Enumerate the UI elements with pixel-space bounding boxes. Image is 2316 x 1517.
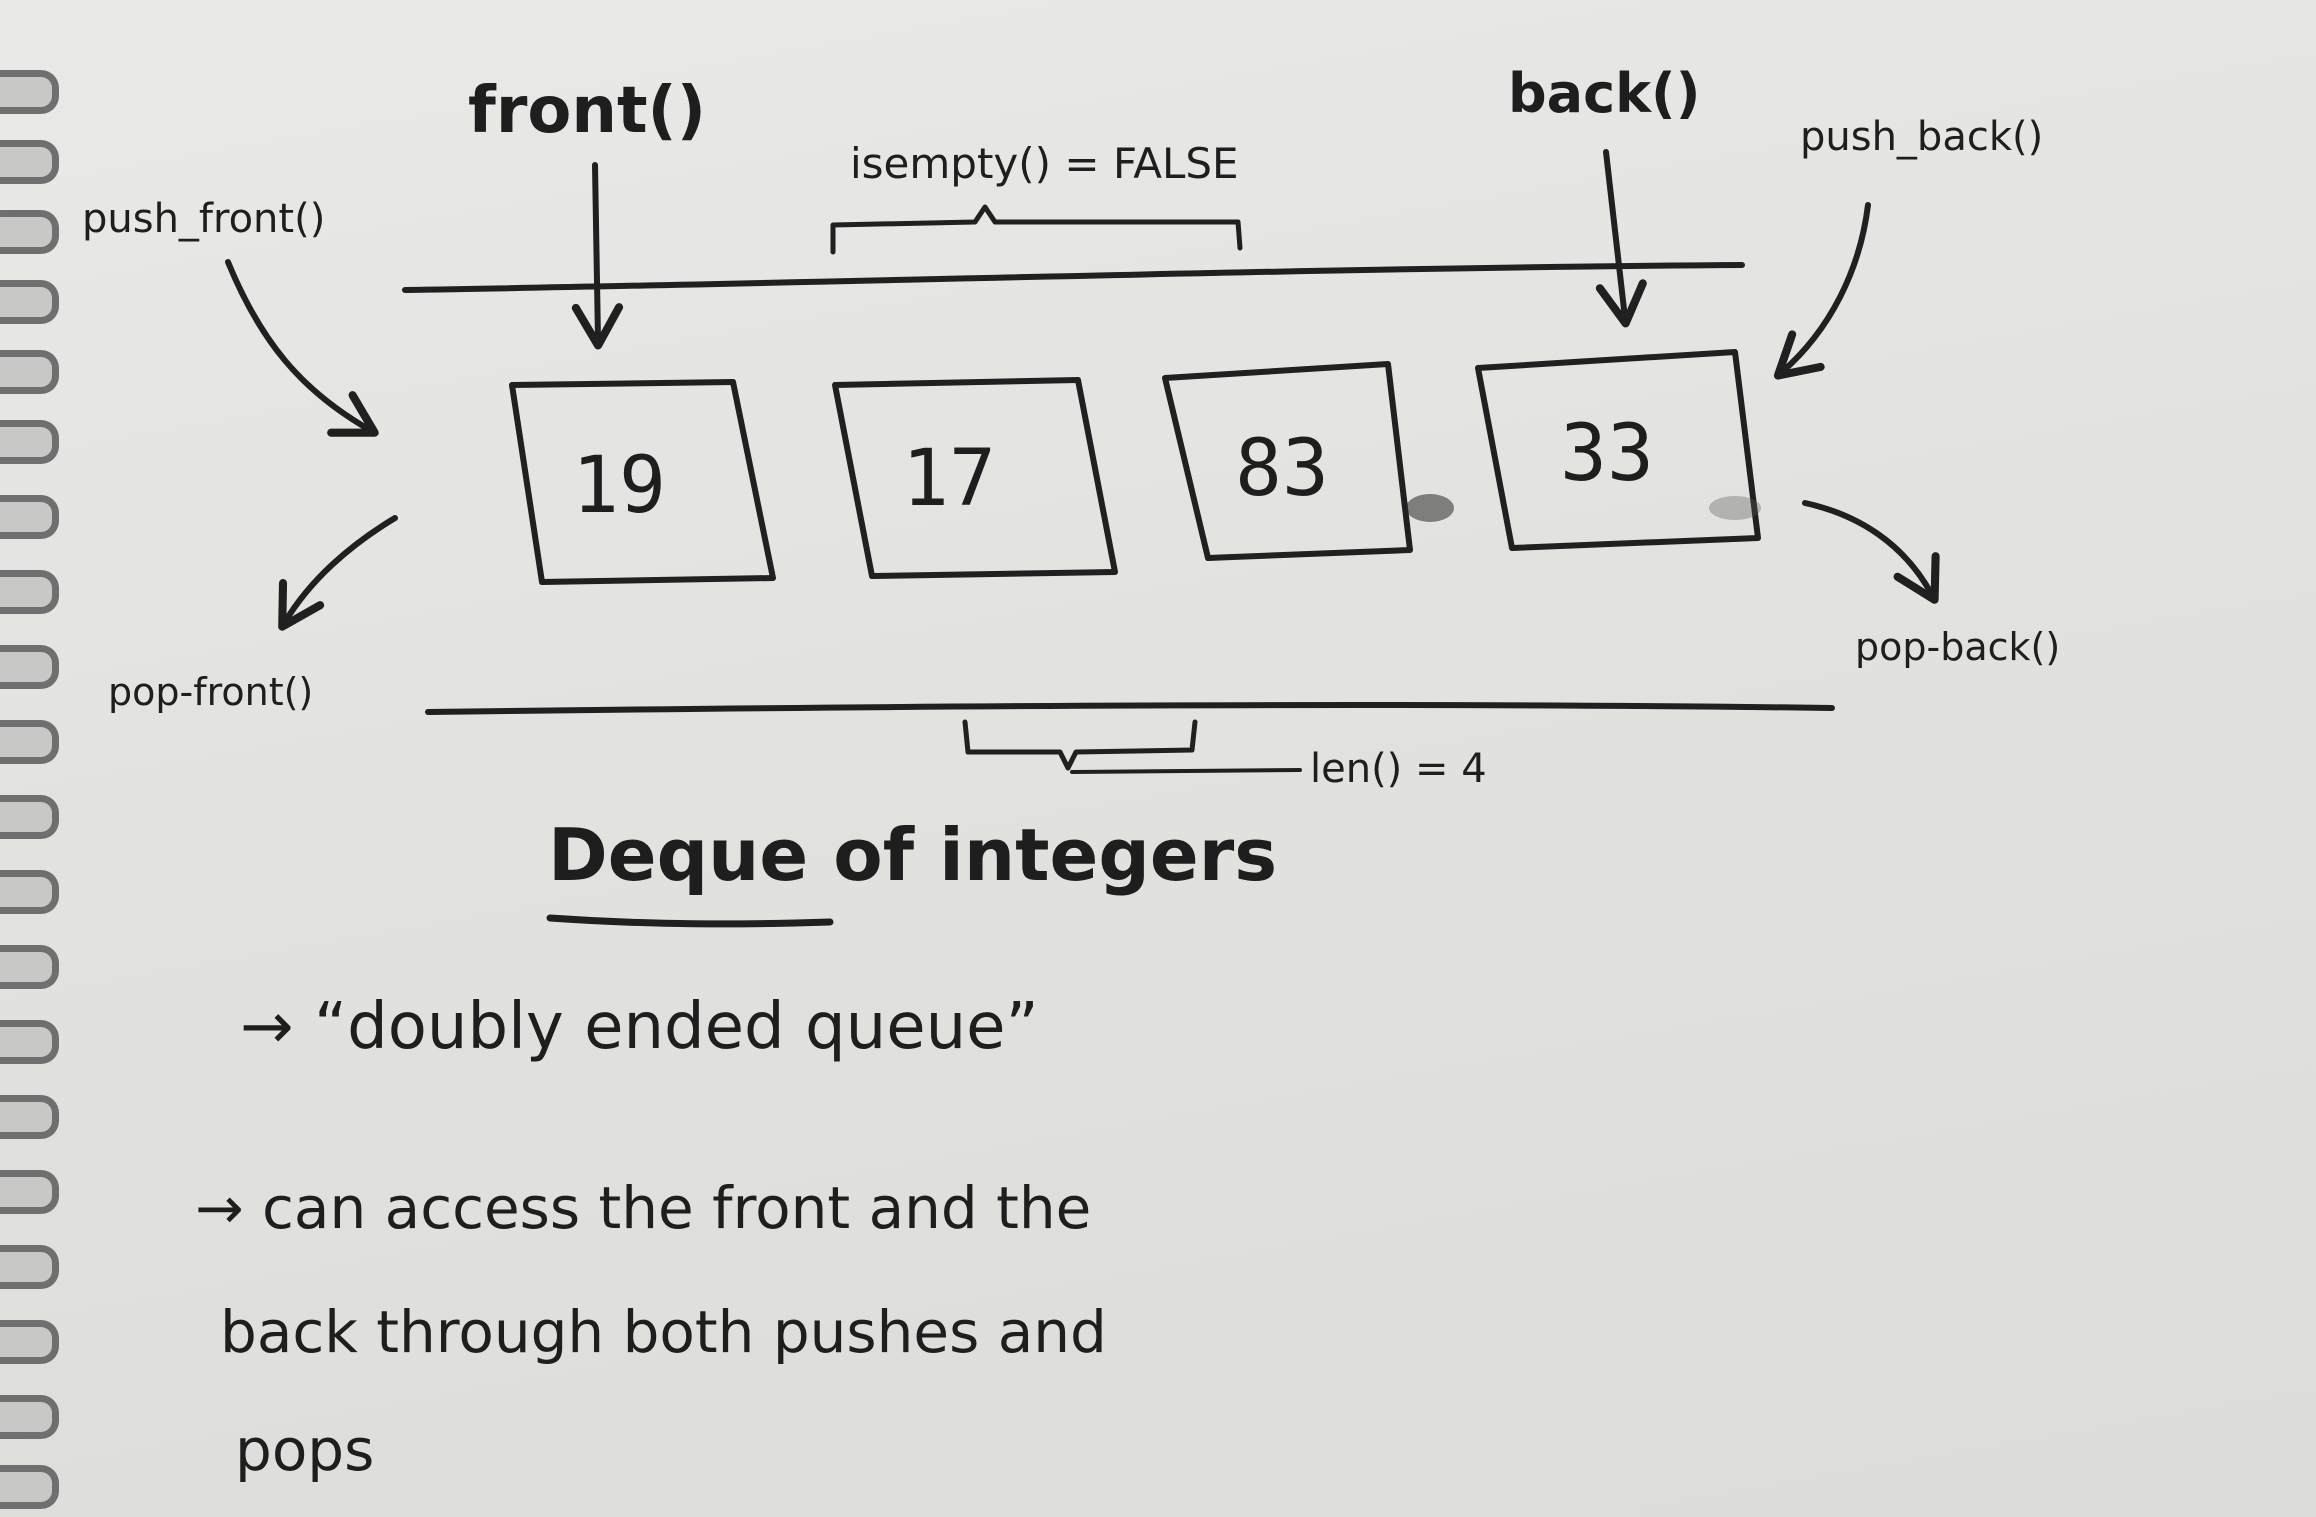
back-label: back() bbox=[1508, 62, 1700, 125]
cell-box bbox=[509, 379, 776, 585]
pop-back-label: pop-back() bbox=[1855, 625, 2060, 669]
deque-top-rail bbox=[402, 262, 1745, 293]
title-underline bbox=[546, 914, 834, 928]
cell-value: 83 bbox=[1235, 424, 1329, 514]
cell-value: 19 bbox=[572, 441, 666, 531]
binding-ring bbox=[0, 210, 59, 254]
deque-cell: 19 bbox=[509, 379, 776, 585]
len-leader-line bbox=[1070, 768, 1302, 774]
front-label: front() bbox=[468, 74, 706, 148]
push-front-label: push_front() bbox=[82, 196, 325, 242]
len-brace bbox=[962, 719, 1198, 771]
binding-ring bbox=[0, 795, 59, 839]
isempty-brace bbox=[830, 204, 1243, 255]
notes-line-2: → can access the front and the bbox=[195, 1174, 1091, 1242]
isempty-label: isempty() = FALSE bbox=[850, 139, 1239, 188]
binding-ring bbox=[0, 1095, 59, 1139]
cell-box bbox=[1162, 361, 1413, 561]
binding-ring bbox=[0, 945, 59, 989]
len-label: len() = 4 bbox=[1310, 746, 1487, 792]
notes-line-1: → “doubly ended queue” bbox=[240, 990, 1039, 1064]
push-back-label: push_back() bbox=[1800, 114, 2043, 160]
cell-value: 33 bbox=[1560, 409, 1654, 499]
binding-ring bbox=[0, 140, 59, 184]
pop-front-label: pop-front() bbox=[108, 670, 313, 714]
binding-ring bbox=[0, 870, 59, 914]
binding-ring bbox=[0, 645, 59, 689]
ink-smudge bbox=[1709, 496, 1761, 520]
notes-title: Deque of integers bbox=[548, 813, 1277, 897]
back-arrow bbox=[1595, 149, 1647, 328]
push-back-arrow bbox=[1773, 202, 1871, 380]
binding-ring bbox=[0, 570, 59, 614]
deque-bottom-rail bbox=[425, 702, 1835, 715]
cell-box bbox=[832, 377, 1118, 579]
front-arrow bbox=[571, 162, 624, 350]
deque-cell: 33 bbox=[1475, 349, 1761, 551]
push-front-arrow bbox=[225, 259, 379, 437]
binding-ring bbox=[0, 1465, 59, 1509]
deque-cell: 17 bbox=[832, 377, 1118, 579]
binding-ring bbox=[0, 420, 59, 464]
cell-box bbox=[1475, 349, 1761, 551]
notes-line-4: pops bbox=[235, 1416, 374, 1484]
binding-ring bbox=[0, 1245, 59, 1289]
binding-ring bbox=[0, 350, 59, 394]
binding-ring bbox=[0, 280, 59, 324]
binding-ring bbox=[0, 495, 59, 539]
binding-ring bbox=[0, 1395, 59, 1439]
pop-back-arrow bbox=[1802, 500, 1940, 604]
ink-smudge bbox=[1406, 494, 1454, 522]
deque-cell: 83 bbox=[1162, 361, 1413, 561]
binding-ring bbox=[0, 70, 59, 114]
binding-ring bbox=[0, 1320, 59, 1364]
binding-ring bbox=[0, 720, 59, 764]
cell-value: 17 bbox=[902, 434, 996, 524]
notes-line-3: back through both pushes and bbox=[220, 1298, 1107, 1366]
binding-ring bbox=[0, 1020, 59, 1064]
pop-front-arrow bbox=[278, 515, 398, 631]
binding-ring bbox=[0, 1170, 59, 1214]
